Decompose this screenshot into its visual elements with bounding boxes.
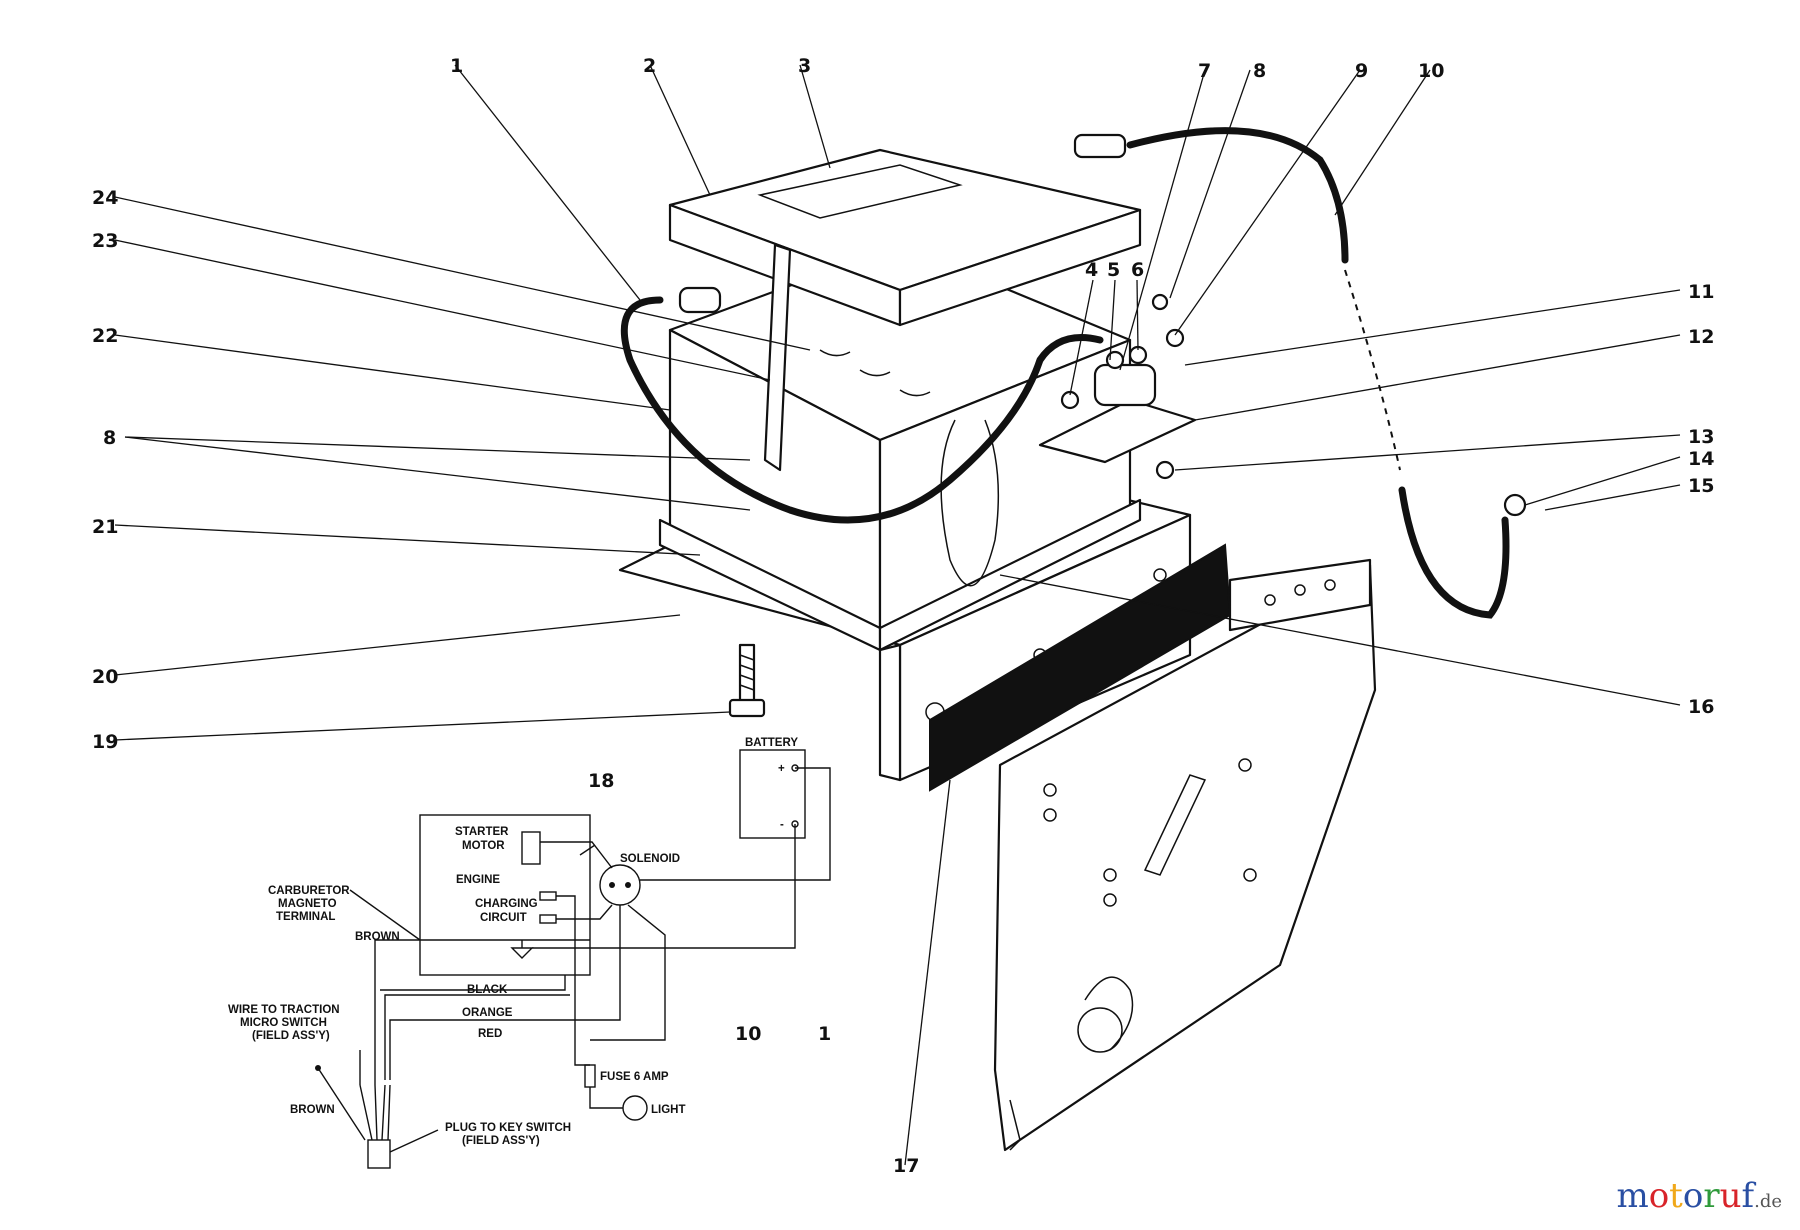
label-brown-bottom: BROWN xyxy=(290,1104,335,1116)
watermark-part: o xyxy=(1682,1176,1704,1216)
callout-10-top: 10 xyxy=(1418,60,1444,82)
label-solenoid: SOLENOID xyxy=(620,853,680,865)
callout-15: 15 xyxy=(1688,475,1714,497)
side-panel xyxy=(993,558,1377,1152)
label-magneto: MAGNETO xyxy=(278,898,337,910)
label-traction-2: MICRO SWITCH xyxy=(240,1017,327,1029)
callout-4: 4 xyxy=(1085,259,1098,281)
label-fuse: FUSE 6 AMP xyxy=(600,1071,669,1083)
label-charging: CHARGING xyxy=(475,898,538,910)
cables xyxy=(620,127,1527,619)
label-traction-1: WIRE TO TRACTION xyxy=(228,1004,340,1016)
ground-symbol xyxy=(510,947,534,959)
callout-11: 11 xyxy=(1688,281,1714,303)
callout-18: 18 xyxy=(588,770,614,792)
callout-numbers: 1 2 3 7 8 9 10 4 5 6 11 12 13 14 15 16 1… xyxy=(92,55,1714,1177)
label-minus: - xyxy=(780,819,784,831)
rubber-strip xyxy=(929,543,1232,792)
callout-24: 24 xyxy=(92,187,118,209)
watermark-part: o xyxy=(1648,1176,1670,1216)
solenoid-symbol xyxy=(599,864,641,906)
callout-10-bottom: 10 xyxy=(735,1023,761,1045)
callout-22: 22 xyxy=(92,325,118,347)
label-brown-top: BROWN xyxy=(355,931,400,943)
battery-symbol-box xyxy=(739,749,806,839)
label-engine: ENGINE xyxy=(456,874,500,886)
callout-3: 3 xyxy=(798,55,811,77)
leader-lines xyxy=(114,64,1681,1166)
light-symbol xyxy=(622,1095,648,1121)
callout-21: 21 xyxy=(92,516,118,538)
callout-6: 6 xyxy=(1131,259,1144,281)
label-plug-2: (FIELD ASS'Y) xyxy=(462,1135,540,1147)
engine-box xyxy=(419,814,591,976)
battery-cover xyxy=(668,148,1142,472)
label-motor: MOTOR xyxy=(462,840,505,852)
callout-7: 7 xyxy=(1198,60,1211,82)
charging-terminal-top xyxy=(539,891,557,901)
label-red: RED xyxy=(478,1028,502,1040)
callout-9: 9 xyxy=(1355,60,1368,82)
fuse-symbol xyxy=(584,1064,596,1088)
callout-23: 23 xyxy=(92,230,118,252)
label-terminal: TERMINAL xyxy=(276,911,335,923)
label-light: LIGHT xyxy=(651,1104,686,1116)
callout-17: 17 xyxy=(893,1155,919,1177)
callout-1-bottom: 1 xyxy=(818,1023,831,1045)
label-black: BLACK xyxy=(467,984,508,996)
charging-terminal-bottom xyxy=(539,914,557,924)
bolt xyxy=(728,643,766,718)
callout-13: 13 xyxy=(1688,426,1714,448)
watermark-part: r xyxy=(1703,1176,1720,1216)
callout-1: 1 xyxy=(450,55,463,77)
label-carburetor: CARBURETOR xyxy=(268,885,350,897)
watermark-part: m xyxy=(1616,1176,1649,1216)
watermark-part: f xyxy=(1741,1176,1755,1216)
label-plus: + xyxy=(778,763,785,775)
wiring-schematic: BATTERY + - STARTER MOTOR SOLENOID ENGIN… xyxy=(228,737,831,1169)
label-starter: STARTER xyxy=(455,826,509,838)
label-circuit: CIRCUIT xyxy=(480,912,527,924)
callout-20: 20 xyxy=(92,666,118,688)
callout-5: 5 xyxy=(1107,259,1120,281)
label-orange: ORANGE xyxy=(462,1007,513,1019)
label-battery: BATTERY xyxy=(745,737,798,749)
watermark-part: .de xyxy=(1754,1191,1782,1212)
callout-8-top: 8 xyxy=(1253,60,1266,82)
label-plug-1: PLUG TO KEY SWITCH xyxy=(445,1122,571,1134)
callout-19: 19 xyxy=(92,731,118,753)
watermark-logo: motoruf.de xyxy=(1616,1176,1782,1216)
label-traction-3: (FIELD ASS'Y) xyxy=(252,1030,330,1042)
callout-14: 14 xyxy=(1688,448,1714,470)
callout-12: 12 xyxy=(1688,326,1714,348)
callout-8-left: 8 xyxy=(103,427,116,449)
watermark-part: t xyxy=(1669,1176,1683,1216)
watermark-part: u xyxy=(1719,1176,1742,1216)
callout-2: 2 xyxy=(643,55,656,77)
plug-symbol xyxy=(367,1139,391,1169)
callout-16: 16 xyxy=(1688,696,1714,718)
starter-motor-symbol xyxy=(521,831,541,865)
